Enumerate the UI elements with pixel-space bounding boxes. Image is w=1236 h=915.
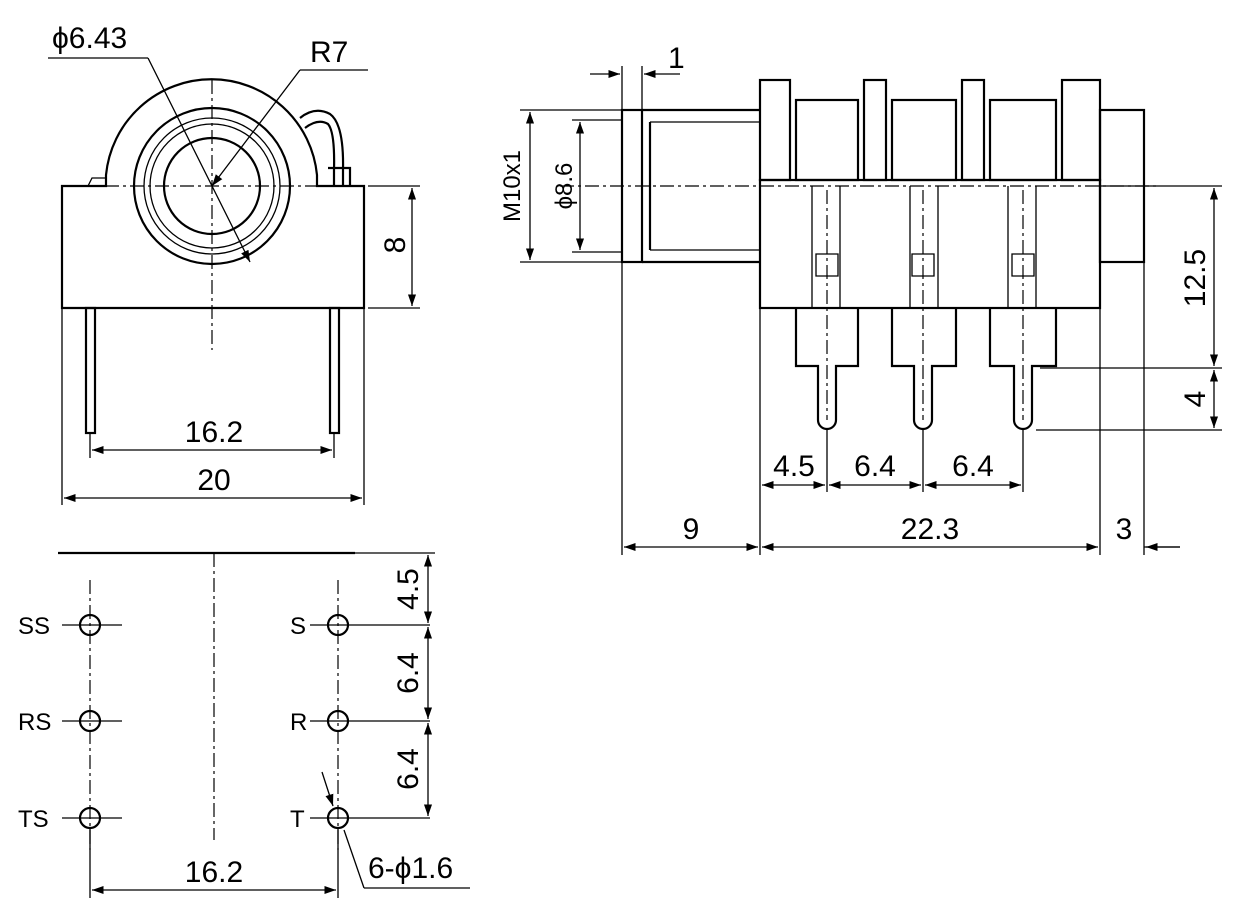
hole-callout-label: 6-ϕ1.6 [368, 852, 453, 885]
side-body [758, 178, 1102, 310]
barrel-length-label: 9 [683, 513, 700, 546]
spacing-top-label: 4.5 [392, 568, 425, 610]
hole-ts [62, 806, 122, 830]
hole-t [310, 806, 430, 830]
side-view: 1 M10x1 ϕ8.6 12.5 4 4.5 6.4 6.4 [499, 42, 1222, 555]
front-body-outline [60, 78, 366, 310]
pin-label-t: T [290, 806, 305, 833]
front-pin-span-label: 16.2 [185, 416, 243, 449]
side-contact-1 [794, 98, 860, 182]
thread-label: M10x1 [499, 150, 526, 222]
front-pin-right [328, 306, 341, 435]
side-pin-1 [794, 308, 860, 431]
pin-label-ts: TS [18, 806, 49, 833]
pcb-layout: SS RS TS S R T 4.5 6.4 6.4 16.2 6-ϕ1.6 [18, 551, 470, 898]
flange-label: 1 [668, 42, 685, 75]
pin-label-rs: RS [18, 709, 51, 736]
side-contact-3 [988, 98, 1058, 182]
pitch-first-label: 4.5 [773, 450, 815, 483]
pin-label-s: S [290, 613, 306, 640]
front-width-label: 20 [197, 464, 230, 497]
pitch-third-label: 6.4 [952, 450, 994, 483]
hole-r [310, 709, 430, 733]
side-height-label: 12.5 [1179, 249, 1212, 307]
diameter-leader [147, 57, 251, 263]
body-length-label: 22.3 [901, 513, 959, 546]
side-post-4 [1060, 78, 1102, 182]
side-flange [620, 108, 644, 264]
spacing-bottom-label: 6.4 [392, 748, 425, 790]
rear-label: 3 [1116, 513, 1133, 546]
side-contact-2 [890, 98, 958, 182]
pcb-pin-span-label: 16.2 [185, 856, 243, 889]
pin-length-label: 4 [1179, 391, 1212, 408]
pin-label-ss: SS [18, 613, 50, 640]
hole-s [310, 613, 430, 637]
barrel-diameter-label: ϕ8.6 [551, 163, 578, 210]
radius-label: R7 [310, 36, 348, 69]
pin-label-r: R [290, 709, 307, 736]
pitch-second-label: 6.4 [854, 450, 896, 483]
radius-leader [211, 69, 301, 187]
hole-callout-leader [343, 829, 365, 889]
side-post-1 [758, 78, 792, 182]
hole-ss [62, 613, 122, 637]
side-post-3 [960, 78, 986, 182]
front-terminal-lug [299, 109, 352, 186]
front-pin-left [84, 306, 97, 435]
side-pin-2 [890, 308, 958, 431]
front-body-tab [87, 177, 106, 187]
hole-rs [62, 709, 122, 733]
side-barrel [642, 108, 760, 264]
side-post-2 [862, 78, 888, 182]
front-height-label: 8 [379, 237, 412, 254]
front-view: ϕ6.43 R7 8 16.2 20 [48, 22, 420, 505]
spacing-mid-label: 6.4 [392, 652, 425, 694]
diameter-label: ϕ6.43 [52, 22, 127, 55]
side-pin-3 [988, 308, 1058, 431]
